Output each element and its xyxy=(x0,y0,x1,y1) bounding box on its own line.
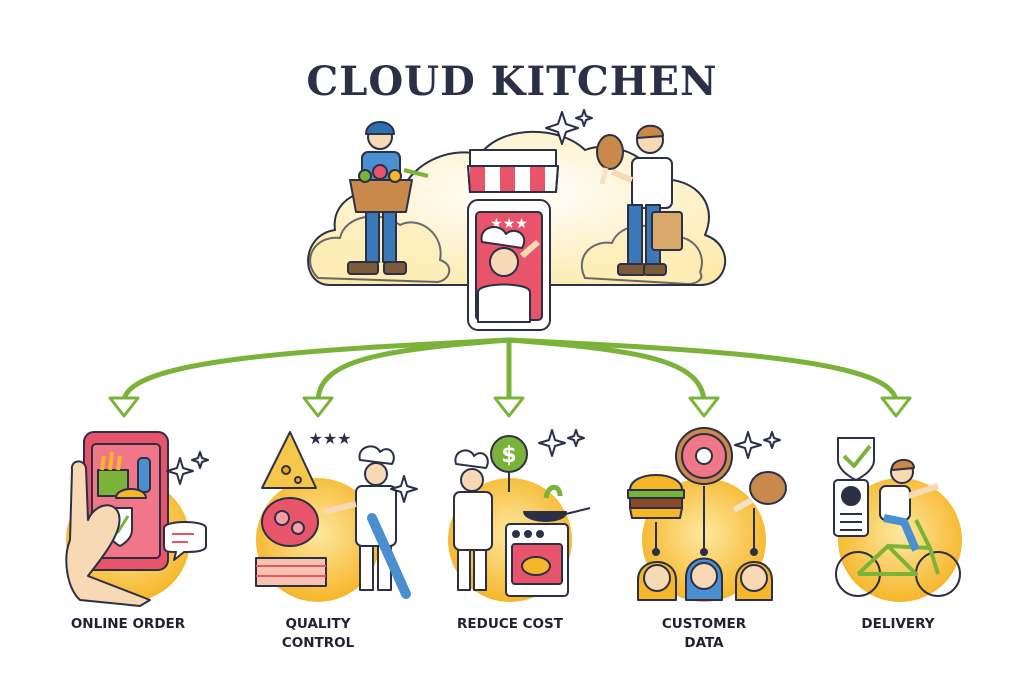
node-label-line: CONTROL xyxy=(281,635,355,651)
node-label-line: QUALITY xyxy=(285,616,351,632)
hand-icon xyxy=(65,460,151,607)
donut-icon xyxy=(675,427,733,485)
storefront-awning-icon xyxy=(467,149,559,193)
checkmark-shield-icon xyxy=(837,437,875,481)
sparkle-icon xyxy=(545,109,593,145)
customer-avatar-icon xyxy=(735,561,773,601)
quality-control-illustration: ★★★ xyxy=(255,429,418,602)
chef-icon xyxy=(323,445,411,599)
cloud-kitchen-illustration: ★★★ xyxy=(307,109,727,331)
chef-icon xyxy=(453,449,493,591)
bacon-icon xyxy=(255,557,327,587)
node-label-line: DATA xyxy=(684,635,724,651)
node-label-quality-control: QUALITY CONTROL xyxy=(228,615,408,653)
reduce-cost-illustration: $ xyxy=(448,429,591,602)
cheese-icon xyxy=(261,431,317,489)
node-label-line: CUSTOMER xyxy=(661,616,747,632)
svg-text:$: $ xyxy=(501,443,516,468)
node-label-online-order: ONLINE ORDER xyxy=(38,615,218,634)
customer-bag-icon xyxy=(596,124,683,276)
customer-data-illustration xyxy=(627,427,787,602)
delivery-illustration xyxy=(833,437,962,602)
online-order-illustration xyxy=(65,431,209,607)
svg-text:★★★: ★★★ xyxy=(308,429,351,448)
bicycle-icon xyxy=(835,519,961,597)
node-label-line: REDUCE COST xyxy=(457,616,563,632)
arrow-heads xyxy=(108,396,912,418)
customer-avatar-icon xyxy=(637,561,677,601)
phone-chef-icon: ★★★ xyxy=(467,199,551,331)
node-label-delivery: DELIVERY xyxy=(808,615,988,634)
page-title: CLOUD KITCHEN xyxy=(306,58,718,105)
tomato-icon xyxy=(261,497,319,547)
delivery-box-icon xyxy=(833,479,869,537)
drumstick-icon xyxy=(732,471,787,513)
node-label-reduce-cost: REDUCE COST xyxy=(420,615,600,634)
farmer-icon xyxy=(347,121,429,275)
node-label-line: ONLINE ORDER xyxy=(70,616,186,632)
frying-pan-icon xyxy=(523,507,591,522)
node-label-customer-data: CUSTOMER DATA xyxy=(614,615,794,653)
connector-arrows xyxy=(121,337,899,403)
burger-icon xyxy=(627,474,685,519)
node-label-line: DELIVERY xyxy=(861,616,935,632)
customer-avatar-icon xyxy=(685,557,723,601)
stove-oven-icon xyxy=(505,523,569,597)
rolling-pin-icon xyxy=(367,513,411,599)
cyclist-icon xyxy=(879,459,939,552)
